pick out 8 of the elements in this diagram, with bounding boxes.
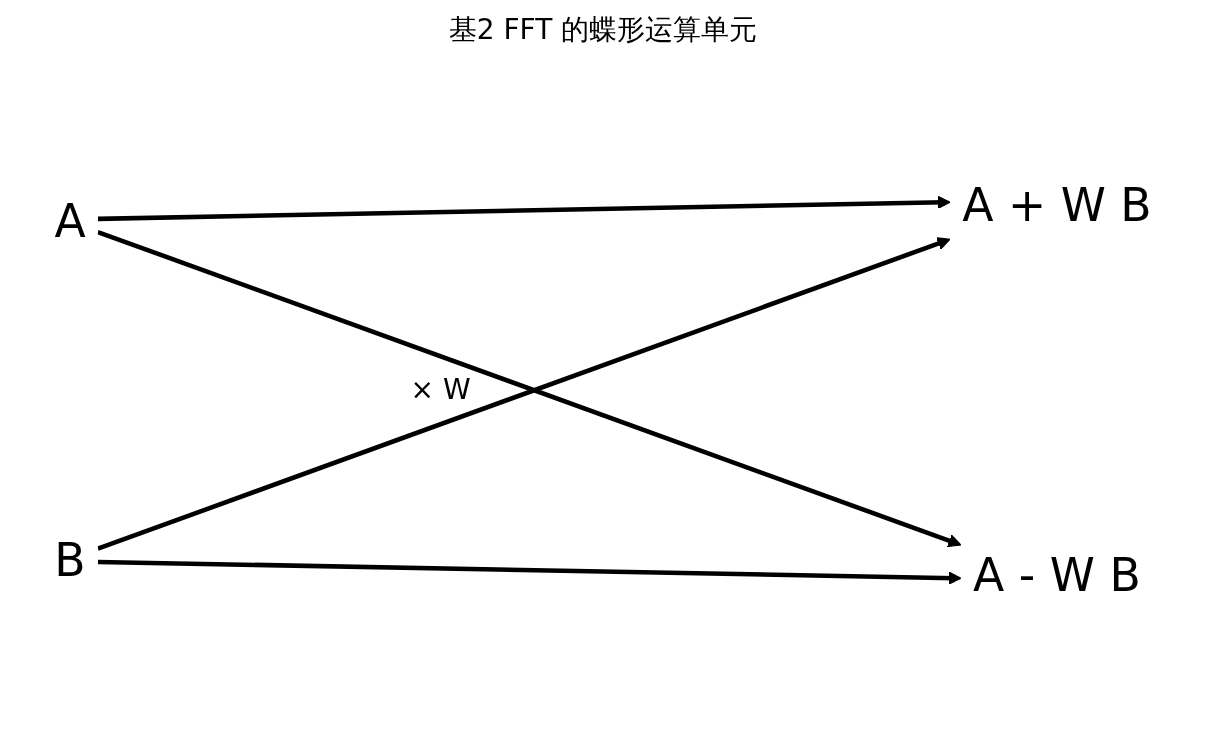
node-text: A - W B [973, 548, 1141, 602]
multiplier-label: × W [410, 373, 471, 406]
node-text: B [54, 533, 86, 587]
arrow [97, 559, 962, 585]
node-text: A [54, 193, 86, 247]
arrow [97, 195, 951, 221]
node-text: A + W B [962, 178, 1152, 232]
diagram-title: 基2 FFT 的蝶形运算单元 [448, 12, 758, 48]
